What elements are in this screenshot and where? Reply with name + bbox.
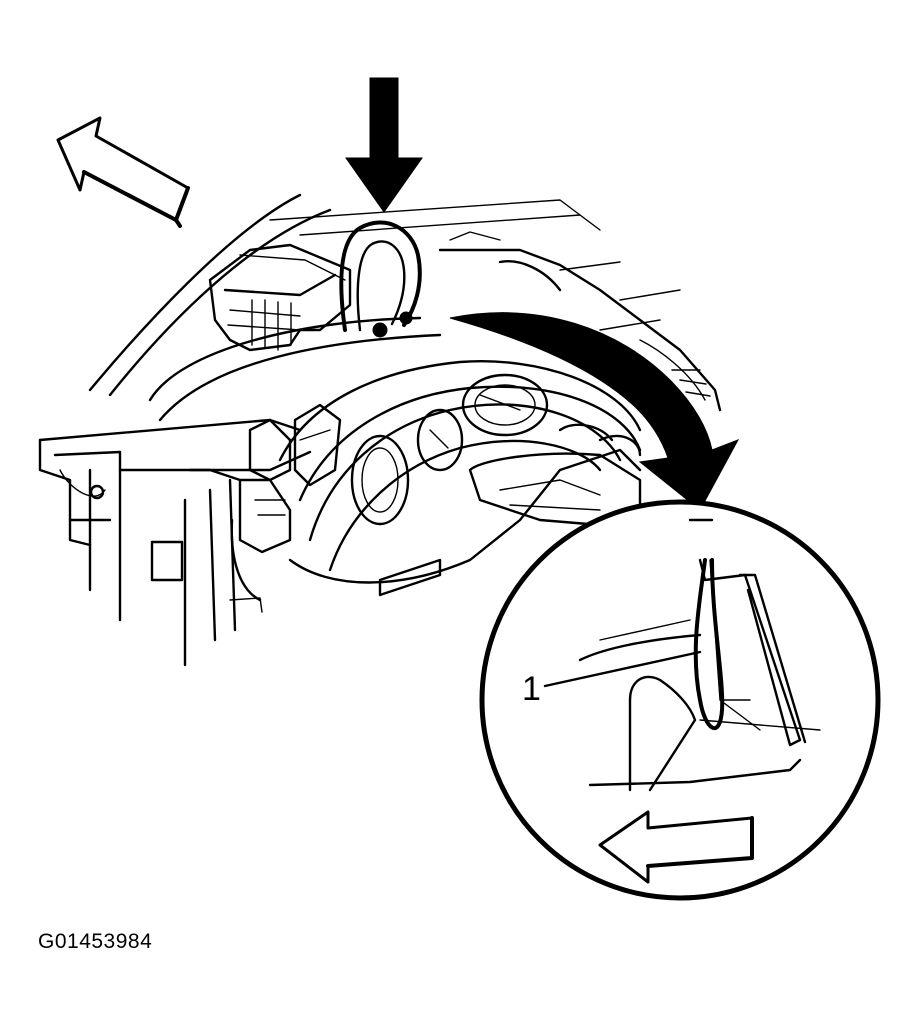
- solid-down-arrow-icon: [345, 77, 423, 213]
- callout-1-label: 1: [522, 670, 541, 708]
- outline-arrow-left-icon: [598, 810, 754, 884]
- magnified-detail-circle: [479, 499, 881, 901]
- figure-code: G01453984: [38, 930, 153, 953]
- outline-arrow-up-left-icon: [56, 116, 190, 228]
- curved-rotation-arrow-icon: [449, 312, 740, 511]
- instrument-panel-assembly: [38, 193, 722, 667]
